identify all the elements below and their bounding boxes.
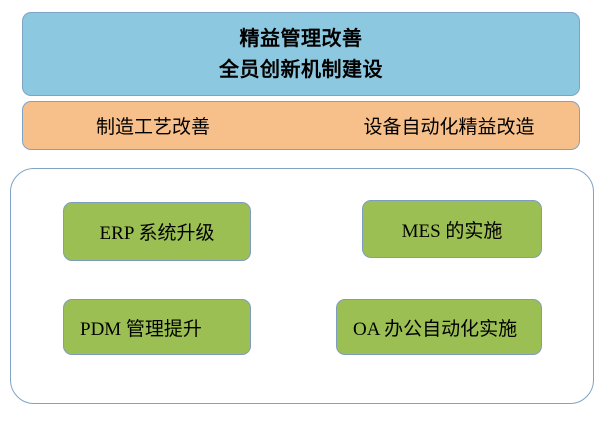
item-box-pdm[interactable]: PDM 管理提升: [63, 299, 251, 355]
top-banner-blue: 精益管理改善 全员创新机制建设: [22, 12, 580, 96]
middle-banner-segment-right: 设备自动化精益改造: [363, 117, 535, 138]
top-banner-line-1: 精益管理改善: [239, 27, 363, 50]
item-box-mes[interactable]: MES 的实施: [362, 200, 542, 258]
item-box-oa[interactable]: OA 办公自动化实施: [336, 299, 542, 355]
middle-banner-segment-left: 制造工艺改善: [95, 117, 210, 138]
middle-banner-orange: 制造工艺改善 设备自动化精益改造: [22, 101, 580, 150]
item-box-erp[interactable]: ERP 系统升级: [63, 202, 251, 261]
top-banner-line-2: 全员创新机制建设: [219, 58, 383, 81]
